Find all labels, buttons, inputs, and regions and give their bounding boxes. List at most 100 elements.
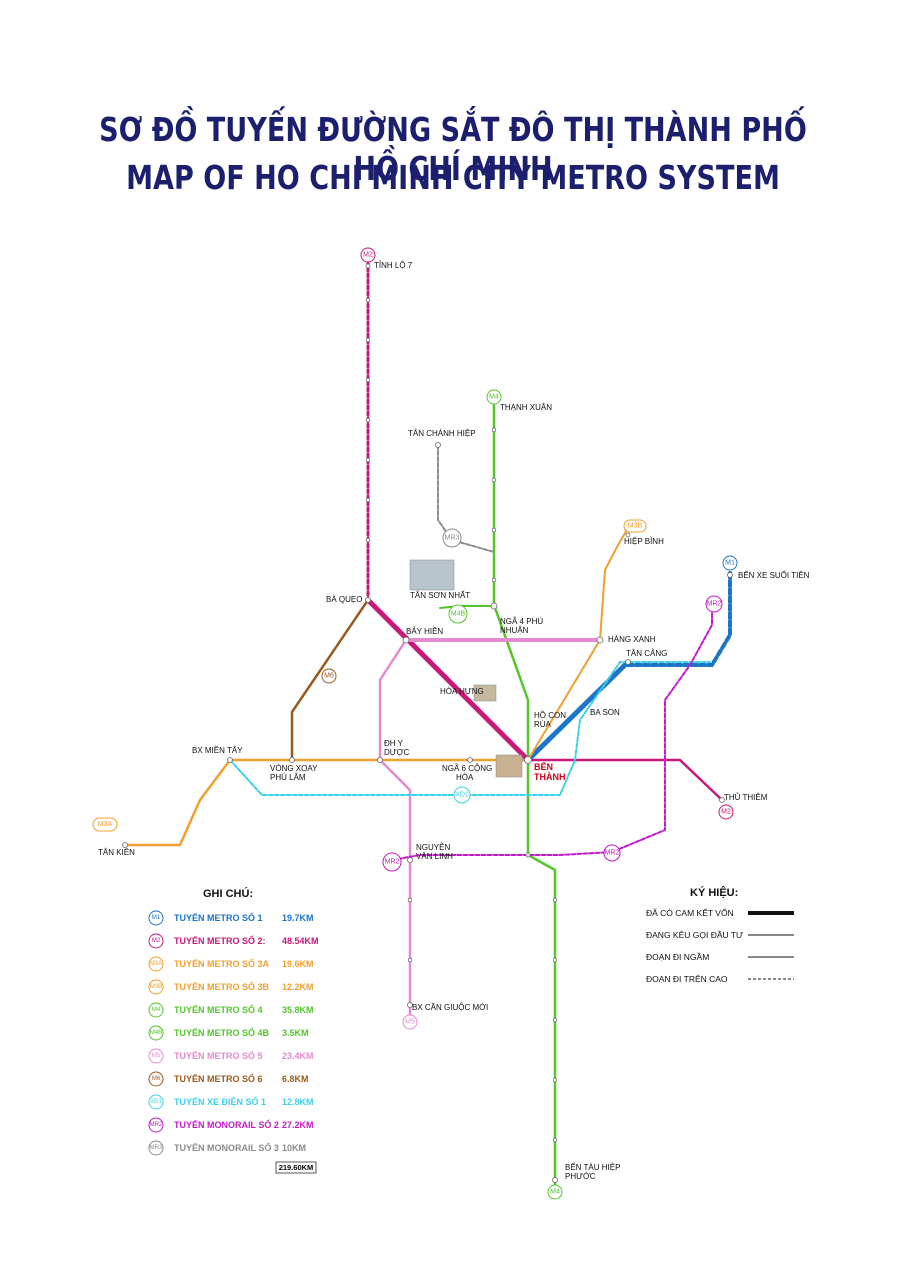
station-dot[interactable]: [491, 427, 497, 433]
station-dot[interactable]: [289, 757, 295, 763]
svg-text:M4: M4: [550, 1189, 560, 1196]
station-dot[interactable]: [365, 597, 371, 603]
station-dot[interactable]: [525, 852, 531, 858]
station-label: NGÃ 4 PHÚ: [500, 617, 543, 626]
legend-line-length: 19.7KM: [282, 913, 314, 923]
legend-line-name: TUYẾN METRO SỐ 3A: [174, 958, 270, 969]
station-dot[interactable]: [402, 636, 410, 644]
station-dot[interactable]: [365, 337, 371, 343]
station-dot[interactable]: [407, 1002, 413, 1008]
badge-m4b[interactable]: M4B: [448, 604, 468, 624]
badge-xd1[interactable]: XĐ1: [453, 786, 471, 804]
tan-son-nhat-photo: [409, 559, 455, 591]
badge-m2-right[interactable]: M2: [718, 804, 734, 820]
station-label: TÂN CHÁNH HIỆP: [408, 429, 476, 438]
line-m4-north: [492, 403, 530, 762]
badge-mr2-right[interactable]: MR2: [705, 595, 723, 613]
station-dot[interactable]: [365, 297, 371, 303]
station-dot[interactable]: [467, 757, 473, 763]
station-dot[interactable]: [407, 957, 413, 963]
legend-badge-text: M4B: [150, 1030, 162, 1036]
badge-mr2-center[interactable]: MR2: [603, 844, 621, 862]
legend-line-name: TUYẾN METRO SỐ 5: [174, 1050, 263, 1061]
badge-m5[interactable]: M5: [402, 1014, 418, 1030]
legend-line-name: TUYẾN METRO SỐ 1: [174, 912, 263, 923]
badge-mr2-bottom[interactable]: MR2: [382, 852, 402, 872]
station-dot[interactable]: [365, 497, 371, 503]
station-dot[interactable]: [407, 897, 413, 903]
station-dot[interactable]: [365, 417, 371, 423]
station-dot[interactable]: [552, 957, 558, 963]
map-title-vietnamese: SƠ ĐỒ TUYẾN ĐƯỜNG SẮT ĐÔ THỊ THÀNH PHỐ H…: [99, 110, 807, 188]
line-m1-elevated: [626, 568, 732, 667]
station-dot[interactable]: [491, 527, 497, 533]
station-dot[interactable]: [377, 757, 383, 763]
legend-item: M1 TUYẾN METRO SỐ 1 19.7KM: [148, 910, 314, 926]
station-dot[interactable]: [435, 442, 441, 448]
station-dot[interactable]: [552, 1177, 558, 1183]
legend-badge-text: M2: [152, 938, 161, 944]
station-dot[interactable]: [625, 532, 631, 538]
station-label: THẠNH XUÂN: [500, 403, 552, 412]
station-dot[interactable]: [552, 1137, 558, 1143]
station-dot[interactable]: [227, 757, 233, 763]
badge-m6[interactable]: M6: [321, 668, 337, 684]
line-mr3: [437, 444, 495, 553]
station-label: THỦ THIÊM: [724, 793, 768, 802]
legend-line-name: TUYẾN XE ĐIỆN SỐ 1: [174, 1096, 266, 1107]
station-label: BẾN XE SUỐI TIÊN: [738, 570, 810, 580]
station-label: BẢY HIỀN: [406, 626, 443, 636]
legend-badge: [148, 956, 164, 972]
badge-m4-top[interactable]: M4: [486, 389, 502, 405]
station-dot[interactable]: [552, 1077, 558, 1083]
line-m6: [290, 598, 370, 762]
legend-line-length: 27.2KM: [282, 1120, 314, 1130]
svg-text:M3B: M3B: [628, 523, 643, 530]
badge-m4-bottom[interactable]: M4: [547, 1184, 563, 1200]
legend-badge-text: M3A: [150, 961, 162, 967]
station-dot[interactable]: [491, 477, 497, 483]
station-dot[interactable]: [365, 537, 371, 543]
station-dot[interactable]: [552, 1017, 558, 1023]
station-dot[interactable]: [407, 857, 413, 863]
station-dot[interactable]: [490, 602, 498, 610]
station-label: ĐH Y: [384, 739, 404, 748]
station-label: VÒNG XOAY: [270, 764, 318, 773]
legend-badge-text: M3B: [150, 984, 162, 990]
station-dot[interactable]: [365, 377, 371, 383]
station-dot[interactable]: [727, 572, 733, 578]
svg-text:MR2: MR2: [707, 601, 722, 608]
legend-badge-text: M1: [152, 915, 161, 921]
legend-badge: [148, 979, 164, 995]
station-dot[interactable]: [491, 577, 497, 583]
badge-m3b[interactable]: M3B: [623, 519, 647, 533]
badge-mr3[interactable]: MR3: [442, 528, 462, 548]
station-dot[interactable]: [122, 842, 128, 848]
svg-text:MR2: MR2: [385, 859, 400, 866]
station-label: TÂN KIÊN: [98, 848, 135, 857]
station-dot[interactable]: [365, 457, 371, 463]
svg-text:XĐ1: XĐ1: [455, 792, 469, 799]
key-item: ĐOẠN ĐI NGẦM: [646, 952, 794, 962]
legend-badge-text: XĐ1: [150, 1099, 162, 1105]
station-dot[interactable]: [719, 797, 725, 803]
svg-text:M2: M2: [721, 809, 731, 816]
legend-line-length: 3.5KM: [282, 1028, 309, 1038]
svg-text:M2: M2: [363, 252, 373, 259]
legend-line-name: TUYẾN METRO SỐ 3B: [174, 981, 270, 992]
badge-m3a[interactable]: M3A: [92, 817, 118, 832]
station-dot[interactable]: [625, 659, 631, 665]
station-dot[interactable]: [524, 756, 532, 764]
station-dot[interactable]: [365, 263, 371, 269]
badge-m2-top[interactable]: M2: [360, 247, 376, 263]
station-dot[interactable]: [596, 636, 604, 644]
station-dot[interactable]: [552, 897, 558, 903]
key-label: ĐOẠN ĐI NGẦM: [646, 952, 709, 962]
badge-m1[interactable]: M1: [722, 555, 738, 571]
svg-text:M4: M4: [489, 394, 499, 401]
legend-line-length: 48.54KM: [282, 936, 319, 946]
station-label: HÒA HƯNG: [440, 687, 484, 696]
